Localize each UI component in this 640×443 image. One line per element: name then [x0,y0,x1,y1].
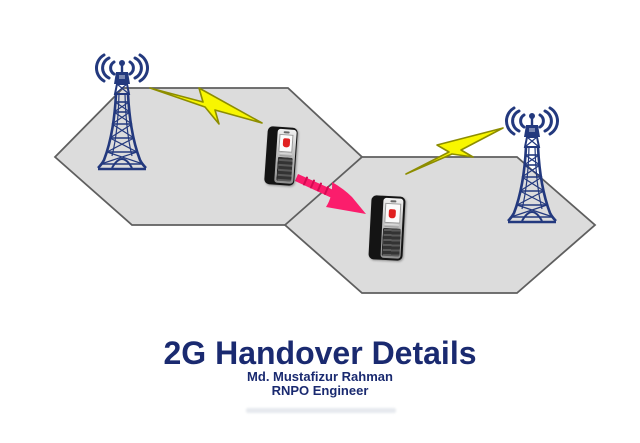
phone-logo-icon [282,138,291,148]
author-name: Md. Mustafizur Rahman [247,369,393,384]
author-role: RNPO Engineer [271,383,369,398]
phone-keypad [381,228,401,257]
phone-screen [278,133,294,153]
caption-block: 2G Handover Details Md. Mustafizur Rahma… [0,336,640,398]
phone-screen [384,202,402,224]
mobile-phone-icon-left [264,126,298,186]
mobile-phone-icon-right [368,195,406,261]
slide-title: 2G Handover Details [163,335,477,371]
faint-watermark [246,408,396,413]
phone-keypad [275,156,293,183]
handover-arrow-icon [295,174,366,214]
target-cell-hexagon [283,156,597,294]
phone-face [379,197,404,259]
phone-earpiece [390,200,397,203]
lightning-link-icon-right [405,127,504,175]
lightning-link-icon-left [149,87,263,125]
phone-logo-icon [388,208,397,218]
phone-face [274,128,297,185]
phone-earpiece [283,130,291,134]
